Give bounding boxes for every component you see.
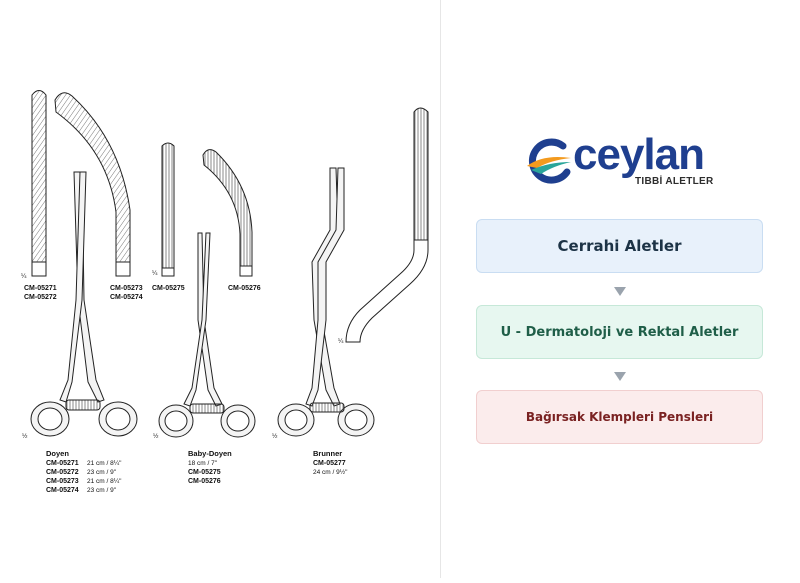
baby-doyen-forceps-drawing: [158, 232, 256, 438]
product-catalog-image: ¼ CM-05271 CM-05272 CM-05273 CM-05274 ¼ …: [21, 90, 429, 494]
model-size: 23 cm / 9": [87, 469, 117, 476]
scale-label: ½: [272, 432, 278, 440]
instrument-illustration: ¼ CM-05271 CM-05272 CM-05273 CM-05274 ¼ …: [21, 90, 429, 494]
category-label: U - Dermatoloji ve Rektal Aletler: [500, 324, 739, 340]
tip-code: CM-05271: [24, 285, 57, 292]
model-size: 18 cm / 7": [188, 460, 218, 467]
brand-tagline: TIBBİ ALETLER: [635, 176, 714, 187]
jaw-tip-curved-baby-doyen: [202, 149, 253, 277]
model-code: CM-05272: [46, 469, 79, 476]
category-label: Cerrahi Aletler: [557, 237, 682, 255]
model-code: CM-05271: [46, 460, 79, 467]
baby-doyen-legend: Baby-Doyen 18 cm / 7" CM-05275 CM-05276: [188, 449, 232, 485]
panel-divider: [440, 0, 441, 578]
category-dermatoloji-rektal[interactable]: U - Dermatoloji ve Rektal Aletler: [476, 305, 763, 359]
model-code: CM-05276: [188, 478, 221, 485]
category-bagirsak-klempleri[interactable]: Bağırsak Klempleri Pensleri: [476, 390, 763, 444]
category-label: Bağırsak Klempleri Pensleri: [525, 410, 714, 424]
model-code: CM-05273: [46, 478, 79, 485]
model-size: 24 cm / 9½": [313, 468, 348, 476]
scale-label: ½: [22, 432, 28, 440]
doyen-forceps-drawing: [30, 171, 138, 437]
scale-label: ¼: [21, 273, 27, 280]
category-cerrahi-aletler[interactable]: Cerrahi Aletler: [476, 219, 763, 273]
model-code: CM-05275: [188, 469, 221, 476]
logo-swoosh-icon: [527, 138, 571, 184]
scale-label: ¼: [152, 270, 158, 277]
brunner-forceps-drawing: [277, 167, 375, 437]
jaw-tip-straight-baby-doyen: [161, 142, 175, 277]
jaw-tip-curved-doyen: [54, 92, 131, 277]
model-code: CM-05274: [46, 487, 79, 494]
model-title: Brunner: [313, 449, 342, 458]
down-arrow-icon: [614, 372, 626, 381]
model-size: 21 cm / 8¼": [87, 460, 122, 467]
model-size: 23 cm / 9": [87, 487, 117, 494]
model-title: Doyen: [46, 449, 69, 458]
tip-code: CM-05274: [110, 294, 143, 301]
scale-label: ¼: [338, 338, 344, 345]
model-code: CM-05277: [313, 460, 346, 467]
jaw-tip-straight-doyen: [31, 90, 47, 277]
doyen-legend: Doyen CM-05271 21 cm / 8¼" CM-05272 23 c…: [46, 449, 122, 494]
brand-logo[interactable]: ceylan TIBBİ ALETLER: [523, 130, 723, 196]
brunner-legend: Brunner CM-05277 24 cm / 9½": [313, 449, 348, 476]
brand-name: ceylan: [573, 130, 705, 179]
scale-label: ½: [153, 432, 159, 440]
tip-code: CM-05272: [24, 294, 57, 301]
jaw-tip-brunner: [345, 107, 429, 343]
tip-code: CM-05273: [110, 285, 143, 292]
model-title: Baby-Doyen: [188, 449, 232, 458]
tip-code: CM-05276: [228, 285, 261, 292]
down-arrow-icon: [614, 287, 626, 296]
tip-code: CM-05275: [152, 285, 185, 292]
model-size: 21 cm / 8¼": [87, 478, 122, 485]
category-panel: ceylan TIBBİ ALETLER Cerrahi Aletler U -…: [441, 0, 800, 578]
